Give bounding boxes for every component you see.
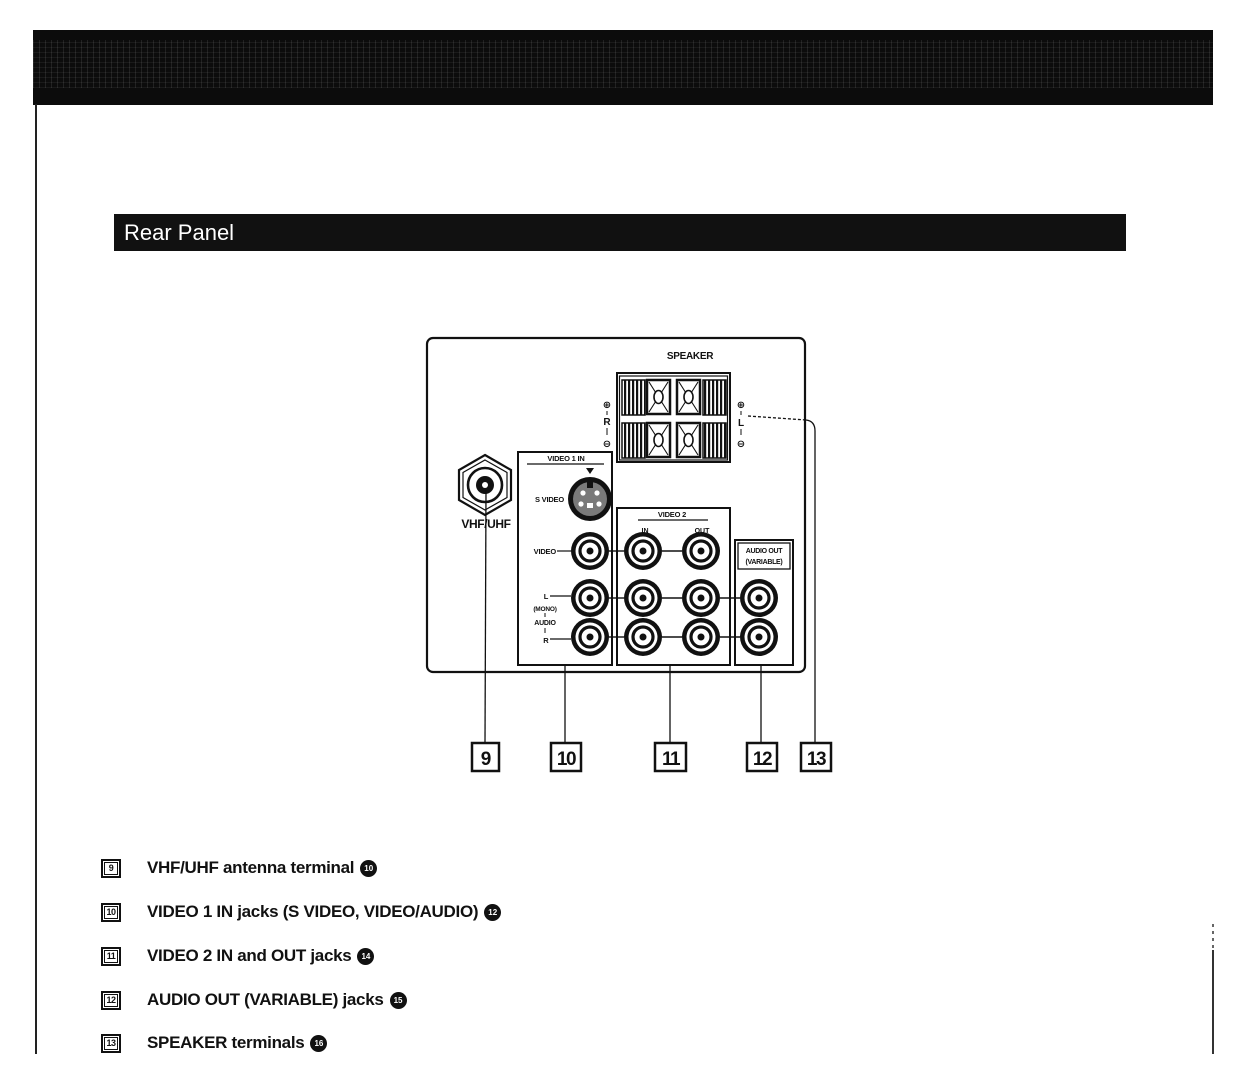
legend-label: SPEAKER terminals — [147, 1033, 304, 1053]
callout-label-9: 9 — [481, 749, 491, 770]
audio-out-title: AUDIO OUT — [746, 548, 784, 555]
legend-number-box: 10 — [101, 903, 121, 922]
legend-number-box: 11 — [101, 947, 121, 966]
speaker-l-minus-symbol: ⊖ — [737, 439, 745, 450]
legend-item: 13 SPEAKER terminals 16 — [101, 1031, 327, 1055]
speaker-terminal-r-plus — [647, 380, 670, 414]
video1-audio-l-jack — [571, 579, 609, 617]
legend-item: 10 VIDEO 1 IN jacks (S VIDEO, VIDEO/AUDI… — [101, 900, 501, 924]
speaker-grip-right-top — [703, 380, 726, 415]
speaker-l-plus-symbol: ⊕ — [737, 400, 745, 411]
s-video-jack — [568, 477, 612, 521]
legend-label: VIDEO 1 IN jacks (S VIDEO, VIDEO/AUDIO) — [147, 902, 478, 922]
speaker-grip-left-bottom — [622, 423, 645, 458]
video1-audio-l-label: L — [544, 592, 549, 601]
page-reference-badge: 14 — [357, 948, 374, 965]
video1-video-jack — [571, 532, 609, 570]
legend-number-box: 12 — [101, 991, 121, 1010]
callout-label-11: 11 — [662, 749, 681, 770]
page-reference-badge: 12 — [484, 904, 501, 921]
antenna-terminal — [459, 455, 511, 515]
video2-out-video-jack — [682, 532, 720, 570]
speaker-terminal-l-plus — [677, 380, 700, 414]
right-margin-rule-dashed — [1212, 924, 1214, 948]
video1-audio-r-jack — [571, 618, 609, 656]
video1-video-label: VIDEO — [534, 547, 557, 556]
video2-title: VIDEO 2 — [658, 510, 686, 519]
video2-out-audio-r-jack — [682, 618, 720, 656]
callout-label-12: 12 — [753, 749, 772, 770]
callout-label-10: 10 — [557, 749, 576, 770]
legend-number-box: 13 — [101, 1034, 121, 1053]
audio-out-r-jack — [740, 618, 778, 656]
legend-label: AUDIO OUT (VARIABLE) jacks — [147, 990, 384, 1010]
speaker-r-label: R — [603, 417, 611, 428]
speaker-r-plus-symbol: ⊕ — [603, 400, 611, 411]
right-margin-rule — [1212, 950, 1214, 1054]
video2-in-audio-l-jack — [624, 579, 662, 617]
page-reference-badge: 16 — [310, 1035, 327, 1052]
page-reference-badge: 10 — [360, 860, 377, 877]
speaker-grip-right-bottom — [703, 423, 726, 458]
video2-out-audio-l-jack — [682, 579, 720, 617]
legend-label: VHF/UHF antenna terminal — [147, 858, 354, 878]
s-video-arrow-icon — [586, 468, 594, 474]
legend-item: 12 AUDIO OUT (VARIABLE) jacks 15 — [101, 988, 407, 1012]
page-reference-badge: 15 — [390, 992, 407, 1009]
speaker-l-label: L — [738, 418, 744, 429]
legend-item: 11 VIDEO 2 IN and OUT jacks 14 — [101, 944, 374, 968]
video2-in-audio-r-jack — [624, 618, 662, 656]
speaker-terminal-block — [617, 373, 730, 462]
audio-out-l-jack — [740, 579, 778, 617]
video1-audio-label: AUDIO — [534, 620, 556, 627]
s-video-label: S VIDEO — [535, 495, 564, 504]
speaker-terminal-r-minus — [647, 423, 670, 457]
video2-in-video-jack — [624, 532, 662, 570]
speaker-terminal-l-minus — [677, 423, 700, 457]
video1-audio-r-label: R — [543, 636, 549, 645]
speaker-grip-left-top — [622, 380, 645, 415]
rear-panel-diagram: SPEAKER ⊕ R ⊖ ⊕ L ⊖ VHF/UHF VIDEO 1 IN — [0, 0, 1245, 800]
audio-out-subtitle: (VARIABLE) — [746, 559, 783, 566]
legend-item: 9 VHF/UHF antenna terminal 10 — [101, 856, 377, 880]
callout-leader-lines — [485, 416, 815, 743]
speaker-title: SPEAKER — [667, 351, 714, 362]
video1-mono-label: (MONO) — [533, 606, 556, 613]
legend-number-box: 9 — [101, 859, 121, 878]
speaker-r-minus-symbol: ⊖ — [603, 439, 611, 450]
legend-label: VIDEO 2 IN and OUT jacks — [147, 946, 351, 966]
callout-label-13: 13 — [807, 749, 826, 770]
video1-in-title: VIDEO 1 IN — [547, 454, 584, 463]
